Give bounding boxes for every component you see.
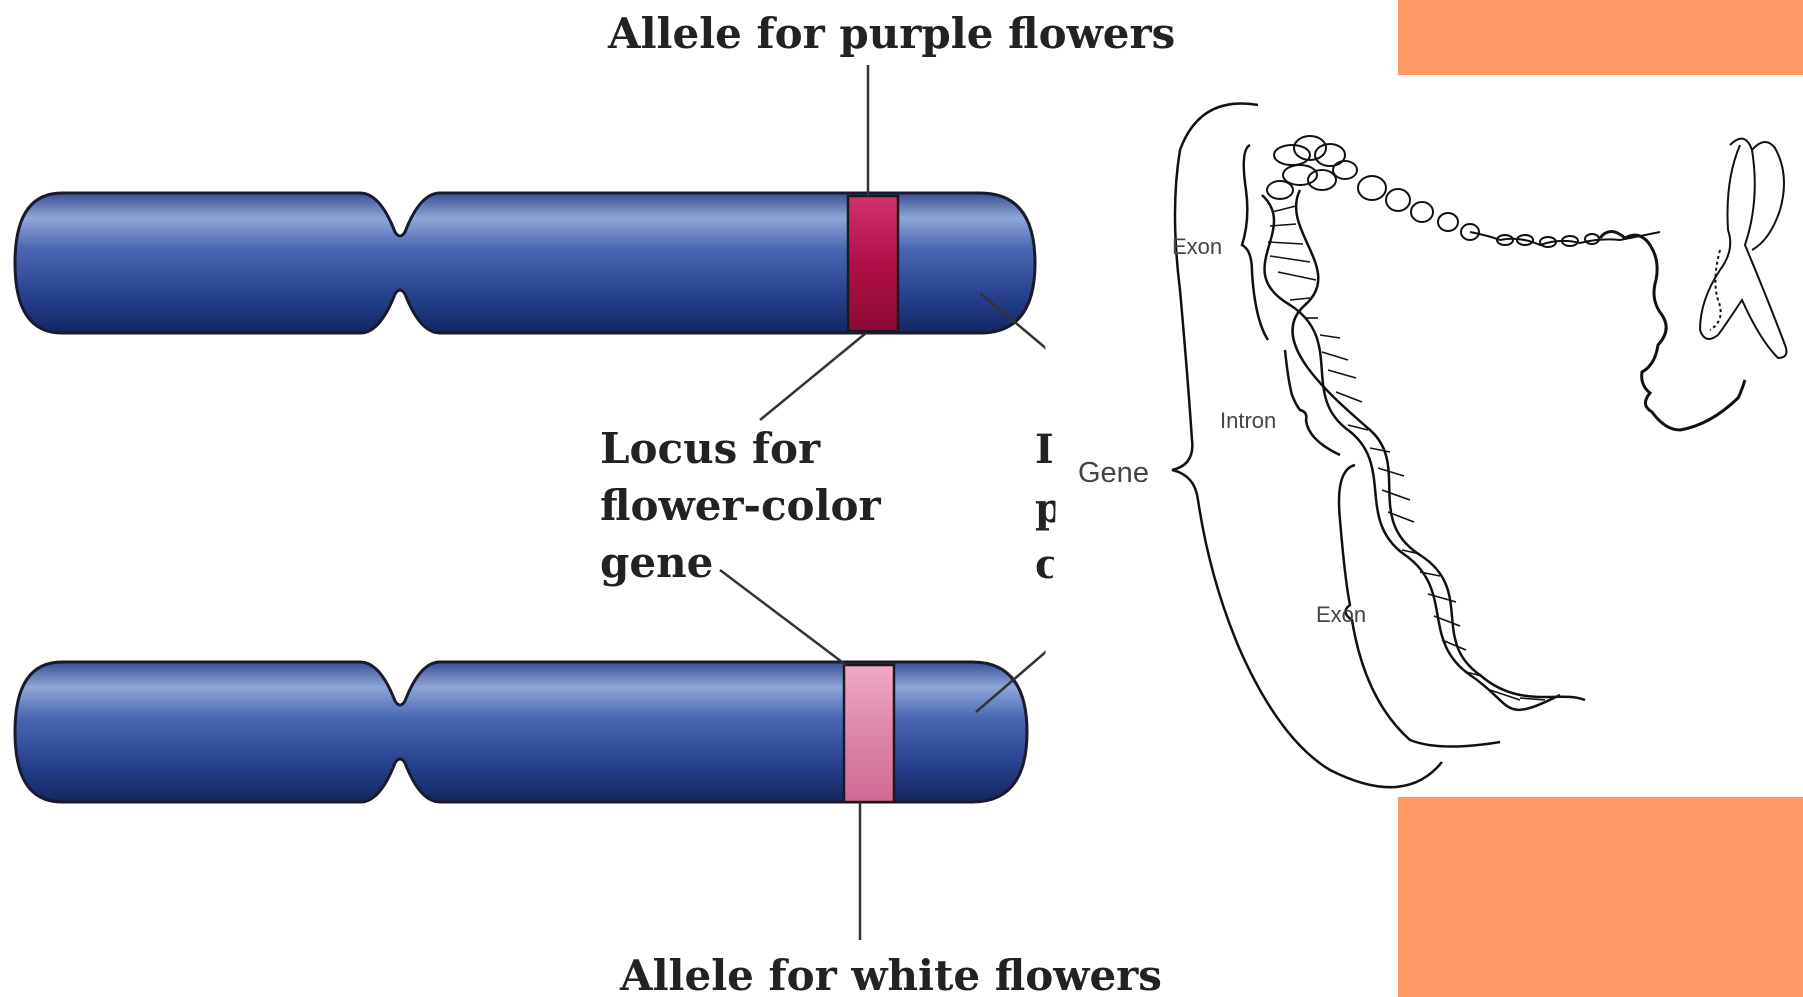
- exon-top-brace: [1242, 145, 1268, 340]
- label-exon-bottom: Exon: [1316, 602, 1366, 627]
- mini-chromosome: [1700, 139, 1786, 358]
- label-locus-line-3: gene: [600, 538, 713, 587]
- gene-brace: [1172, 103, 1442, 787]
- chromosome-top: [15, 193, 1035, 333]
- label-locus-line-2: flower-color: [600, 481, 882, 530]
- clipped-label-char-3: c: [1035, 541, 1059, 588]
- leader-locus-bottom: [720, 570, 846, 665]
- allele-white-band: [844, 665, 894, 802]
- leader-locus: [760, 333, 866, 420]
- chromosome-bottom: [15, 662, 1027, 802]
- orange-block-top: [1398, 0, 1803, 75]
- nucleosome-beads: [1497, 234, 1599, 247]
- dna-strand-to-chromosome: [1600, 232, 1745, 431]
- label-exon-top: Exon: [1172, 234, 1222, 259]
- label-gene: Gene: [1078, 457, 1149, 489]
- clipped-label-char-1: I: [1035, 426, 1054, 473]
- label-intron: Intron: [1220, 408, 1276, 433]
- clipped-label-char-2: p: [1035, 485, 1063, 532]
- dna-double-helix: [1262, 190, 1585, 710]
- dna-gene-diagram: [1172, 103, 1786, 787]
- label-allele-white: Allele for white flowers: [619, 951, 1162, 997]
- intron-brace: [1285, 350, 1340, 455]
- label-allele-purple: Allele for purple flowers: [607, 9, 1175, 58]
- label-locus-line-1: Locus for: [600, 424, 821, 473]
- homologous-chromosomes: I p c: [15, 65, 1063, 940]
- orange-block-bottom: [1398, 797, 1803, 997]
- allele-purple-band: [848, 196, 898, 331]
